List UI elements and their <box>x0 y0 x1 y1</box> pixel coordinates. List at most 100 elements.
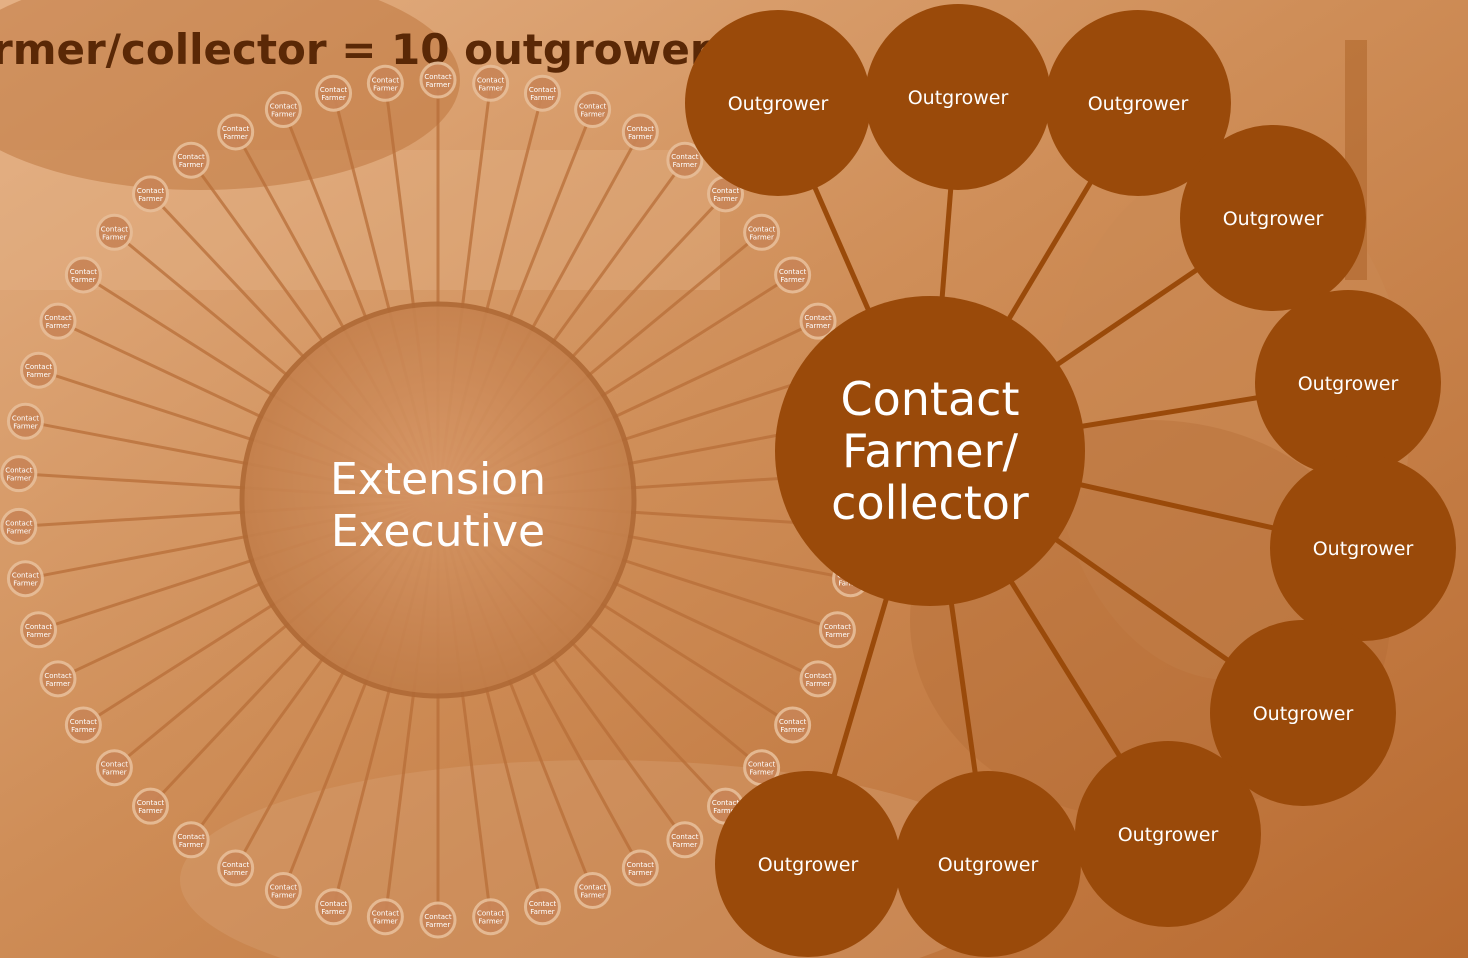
outgrower-label: Outgrower <box>1088 93 1189 115</box>
contact-farmer-label-line2: Farmer <box>46 680 71 688</box>
contact-farmer-label-line1: Contact <box>5 467 32 475</box>
contact-farmer-label-line1: Contact <box>12 414 39 422</box>
contact-farmer-label-line2: Farmer <box>102 233 127 241</box>
contact-farmer-label-line2: Farmer <box>71 276 96 284</box>
contact-farmer-label-line2: Farmer <box>271 892 296 900</box>
contact-farmer-label-line1: Contact <box>70 718 97 726</box>
contact-farmer-label-line2: Farmer <box>628 133 653 141</box>
contact-farmer-label-line2: Farmer <box>749 233 774 241</box>
contact-farmer-label-line1: Contact <box>178 153 205 161</box>
contact-farmer-label-line1: Contact <box>712 187 739 195</box>
outgrower-node: Outgrower <box>1075 741 1261 927</box>
contact-farmer-label-line1: Contact <box>712 799 739 807</box>
contact-farmer-label-line2: Farmer <box>478 918 503 926</box>
outgrower-label: Outgrower <box>1118 824 1219 846</box>
contact-farmer-hub: Contact Farmer/ collector <box>775 296 1085 606</box>
contact-farmer-label-line1: Contact <box>671 833 698 841</box>
contact-farmer-label-line1: Contact <box>627 861 654 869</box>
diagram-title: rmer/collector = 10 outgrowers <box>0 25 736 74</box>
contact-farmer-label-line2: Farmer <box>26 371 51 379</box>
contact-farmer-label-line2: Farmer <box>780 276 805 284</box>
contact-farmer-label-line2: Farmer <box>138 807 163 815</box>
contact-farmer-label-line1: Contact <box>477 910 504 918</box>
contact-farmer-label-line2: Farmer <box>749 769 774 777</box>
extension-hub-line1: Extension <box>330 454 546 505</box>
contact-farmer-label-line1: Contact <box>477 76 504 84</box>
contact-farmer-label-line2: Farmer <box>806 680 831 688</box>
outgrower-label: Outgrower <box>908 87 1009 109</box>
contact-farmer-label-line1: Contact <box>70 268 97 276</box>
contact-farmer-label-line2: Farmer <box>426 81 451 89</box>
contact-farmer-label-line1: Contact <box>824 623 851 631</box>
contact-farmer-label-line1: Contact <box>44 672 71 680</box>
contact-farmer-label-line2: Farmer <box>580 110 605 118</box>
contact-farmer-label-line1: Contact <box>804 672 831 680</box>
outgrower-node: Outgrower <box>685 10 871 196</box>
contact-farmer-label-line1: Contact <box>529 900 556 908</box>
contact-farmer-label-line1: Contact <box>101 225 128 233</box>
contact-farmer-label-line1: Contact <box>779 268 806 276</box>
contact-farmer-label-line1: Contact <box>372 910 399 918</box>
contact-farmer-label-line2: Farmer <box>271 110 296 118</box>
contact-farmer-label-line2: Farmer <box>825 631 850 639</box>
contact-farmer-label-line1: Contact <box>25 363 52 371</box>
contact-farmer-label-line1: Contact <box>137 187 164 195</box>
contact-farmer-label-line1: Contact <box>101 761 128 769</box>
contact-farmer-label-line1: Contact <box>5 519 32 527</box>
outgrower-label: Outgrower <box>1223 208 1324 230</box>
contact-farmer-label-line1: Contact <box>424 913 451 921</box>
contact-farmer-label-line2: Farmer <box>580 892 605 900</box>
outgrower-label: Outgrower <box>1298 373 1399 395</box>
contact-farmer-label-line1: Contact <box>270 884 297 892</box>
contact-farmer-label-line1: Contact <box>320 86 347 94</box>
contact-farmer-label-line2: Farmer <box>673 841 698 849</box>
contact-farmer-label-line1: Contact <box>178 833 205 841</box>
outgrower-label: Outgrower <box>938 854 1039 876</box>
outgrower-node: Outgrower <box>1270 455 1456 641</box>
contact-farmer-label-line2: Farmer <box>102 769 127 777</box>
contact-farmer-label-line2: Farmer <box>7 527 32 535</box>
contact-farmer-label-line2: Farmer <box>628 869 653 877</box>
contact-farmer-label-line1: Contact <box>529 86 556 94</box>
contact-farmer-label-line2: Farmer <box>426 921 451 929</box>
contact-farmer-label-line1: Contact <box>671 153 698 161</box>
contact-farmer-label-line1: Contact <box>12 572 39 580</box>
extension-hub-line2: Executive <box>331 506 545 557</box>
contact-farmer-label-line1: Contact <box>748 225 775 233</box>
contact-farmer-label-line2: Farmer <box>26 631 51 639</box>
contact-farmer-label-line1: Contact <box>137 799 164 807</box>
contact-farmer-label-line2: Farmer <box>806 322 831 330</box>
contact-farmer-label-line2: Farmer <box>223 133 248 141</box>
contact-farmer-label-line2: Farmer <box>13 422 38 430</box>
contact-farmer-label-line2: Farmer <box>7 475 32 483</box>
contact-farmer-label-line2: Farmer <box>179 841 204 849</box>
outgrower-node: Outgrower <box>715 771 901 957</box>
contact-farmer-label-line2: Farmer <box>713 807 738 815</box>
contact-farmer-label-line1: Contact <box>579 884 606 892</box>
outgrower-label: Outgrower <box>728 93 829 115</box>
contact-farmer-label-line1: Contact <box>320 900 347 908</box>
extension-executive-hub: Extension Executive <box>239 301 637 699</box>
